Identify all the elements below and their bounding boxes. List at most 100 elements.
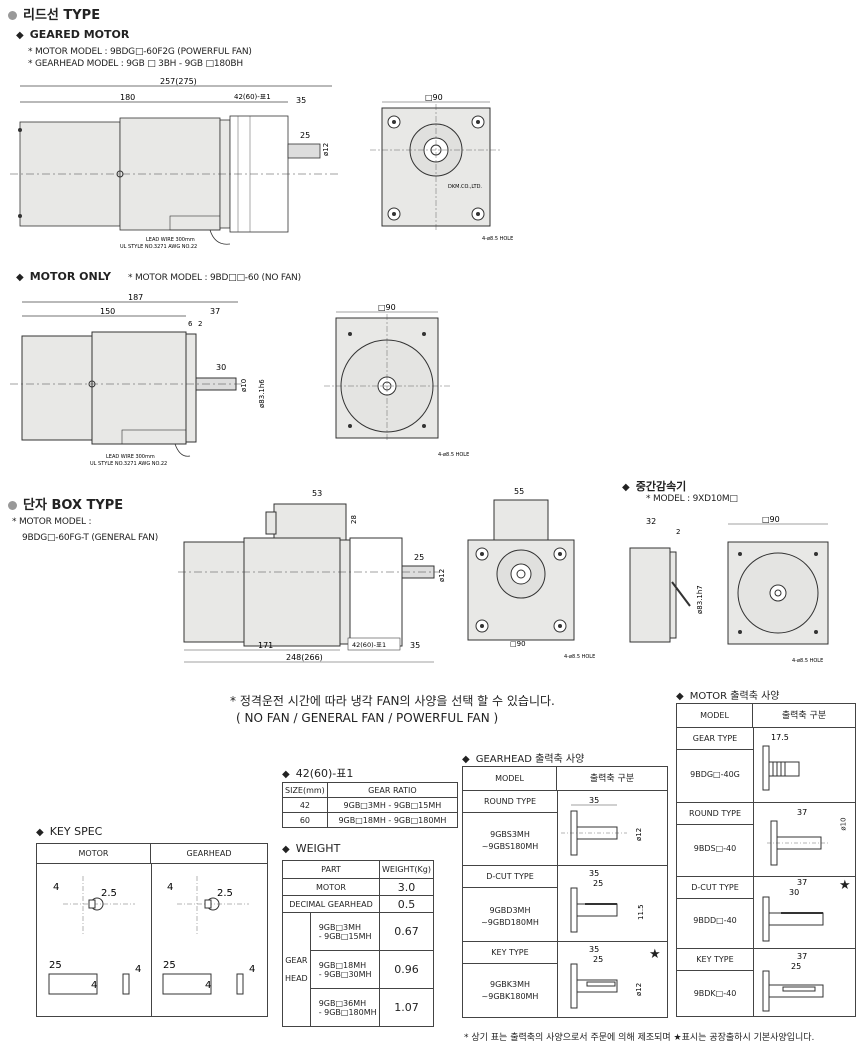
gh-header-shaft: 출력축 구분 xyxy=(557,767,667,791)
table-row: DECIMAL GEARHEAD 0.5 xyxy=(282,895,434,913)
ms-dcut-shaft-drawing: 37 30 xyxy=(762,879,824,942)
motor-only-title: ◆MOTOR ONLY xyxy=(16,270,111,283)
gh-row-dcut-models: 9GBD3MH~9GBD180MH xyxy=(481,906,539,927)
dim-box-shaft: 25 xyxy=(414,553,424,562)
gh-key-shaft-drawing: 35 25 ø12 xyxy=(570,945,643,1009)
svg-text:37: 37 xyxy=(797,879,807,887)
diamond-icon: ◆ xyxy=(36,827,44,838)
svg-text:35: 35 xyxy=(589,945,599,954)
dim-box-c: 35 xyxy=(410,641,420,650)
dim-motor-shaft-dia: ø10 xyxy=(240,379,248,392)
diamond-icon: ◆ xyxy=(16,30,24,41)
dim-motor-shaft: 30 xyxy=(216,363,226,372)
svg-text:11.5: 11.5 xyxy=(637,904,645,920)
svg-text:2.5: 2.5 xyxy=(101,888,117,899)
gh-header-model: MODEL xyxy=(463,767,557,791)
diamond-icon: ◆ xyxy=(676,691,684,702)
dim-mid-sq: □90 xyxy=(762,515,780,524)
dim-box-w: 53 xyxy=(312,489,322,498)
svg-text:30: 30 xyxy=(789,888,799,897)
ratio-header-ratio: GEAR RATIO xyxy=(326,782,459,798)
geared-note-2: * GEARHEAD MODEL : 9GB □ 3BH - 9GB □180B… xyxy=(28,59,243,69)
motor-only-side-drawing: 187 150 37 6 2 30 ø10 ø83.1h6 LEAD WIRE … xyxy=(10,293,266,467)
ms-key-shaft-drawing: 37 25 xyxy=(762,952,824,1012)
section-leaded-heading: 리드선 TYPE xyxy=(8,4,100,23)
gh-key-star-icon: ★ xyxy=(649,947,661,962)
motor-hole-label: 4-ø8.5 HOLE xyxy=(438,452,469,458)
ms-round-dia-label: ø10 xyxy=(839,817,848,831)
ratio-table-title: ◆42(60)-표1 xyxy=(282,767,354,780)
dim-motor-pilot: ø83.1h6 xyxy=(258,379,266,408)
bullet-icon xyxy=(8,11,17,20)
svg-text:4: 4 xyxy=(91,980,97,991)
svg-text:37: 37 xyxy=(797,952,807,961)
mid-reducer-title: ◆중간감속기 xyxy=(622,480,687,493)
svg-text:25: 25 xyxy=(163,960,176,971)
diamond-icon: ◆ xyxy=(16,272,24,283)
dim-c: 35 xyxy=(296,96,306,105)
dim-box-sq: □90 xyxy=(510,640,526,648)
fan-note-line-2: ( NO FAN / GENERAL FAN / POWERFUL FAN ) xyxy=(236,711,499,725)
dim-box-h: 28 xyxy=(350,515,358,524)
diamond-icon: ◆ xyxy=(282,844,290,855)
bullet-icon xyxy=(8,501,17,510)
dim-b: 42(60)-표1 xyxy=(234,93,271,101)
motor-only-note: * MOTOR MODEL : 9BD□□-60 (NO FAN) xyxy=(128,273,301,283)
dim-shaft-dia: ø12 xyxy=(322,143,330,156)
dim-sq: □90 xyxy=(425,93,443,102)
box-note-1: * MOTOR MODEL : xyxy=(12,517,92,527)
table-row: 60 9GB□18MH - 9GB□180MH xyxy=(282,812,459,828)
table-row: 9GB□36MH- 9GB□180MH 1.07 xyxy=(283,988,434,1027)
motor-shaft-title: ◆MOTOR 출력축 사양 xyxy=(676,691,780,702)
gh-row-key-type: KEY TYPE xyxy=(463,942,557,964)
diamond-icon: ◆ xyxy=(462,754,470,765)
dim-mid-pilot: ø83.1h7 xyxy=(696,585,704,614)
hole-label: 4-ø8.5 HOLE xyxy=(482,236,513,242)
lead-wire-label: LEAD WIRE 300mm xyxy=(146,237,195,243)
dim-total: 257(275) xyxy=(160,77,197,86)
ms-dcut-star-icon: ★ xyxy=(839,878,851,893)
box-hole-label: 4-ø8.5 HOLE xyxy=(564,654,595,660)
svg-text:4: 4 xyxy=(135,964,141,975)
gh-row-round-type: ROUND TYPE xyxy=(463,791,557,813)
mid-side-drawing: 32 2 ø83.1h7 xyxy=(629,517,704,643)
svg-text:ø12: ø12 xyxy=(635,828,643,841)
gh-round-shaft-drawing: 35 ø12 xyxy=(561,796,643,856)
dim-a: 180 xyxy=(120,93,135,102)
geared-motor-front-drawing: □90 DKM.CO.,LTD. 4-ø8.5 HOLE xyxy=(370,93,513,242)
table-row: 42 9GB□3MH - 9GB□15MH xyxy=(282,797,459,813)
svg-text:37: 37 xyxy=(797,808,807,817)
svg-text:4: 4 xyxy=(205,980,211,991)
svg-text:25: 25 xyxy=(593,955,603,964)
geared-note-1: * MOTOR MODEL : 9BDG□-60F2G (POWERFUL FA… xyxy=(28,47,252,57)
gh-row-key-models: 9GBK3MH~9GBK180MH xyxy=(481,980,539,1001)
svg-text:35: 35 xyxy=(589,796,599,805)
ms-row-round-type: ROUND TYPE xyxy=(677,803,753,825)
gh-row-round-models: 9GBS3MH~9GBS180MH xyxy=(481,830,539,851)
dim-box-a: 171 xyxy=(258,641,273,650)
brand-label: DKM.CO.,LTD. xyxy=(448,184,482,190)
mid-hole-label: 4-ø8.5 HOLE xyxy=(792,658,823,664)
box-note-2: 9BDG□-60FG-T (GENERAL FAN) xyxy=(22,533,159,543)
footer-note: * 상기 표는 출력축의 사양으로서 주문에 의해 제조되며 ★표시는 공장출하… xyxy=(464,1033,815,1043)
ul-style-label: UL STYLE NO.3271 AWG NO.22 xyxy=(120,244,197,250)
fan-note-line-1: * 정격운전 시간에 따라 냉각 FAN의 사양을 선택 할 수 있습니다. xyxy=(230,694,555,708)
dim-box-b: 42(60)-표1 xyxy=(352,641,386,649)
ms-row-gear-type: GEAR TYPE xyxy=(677,728,753,750)
ratio-header-size: SIZE(mm) xyxy=(282,782,328,798)
dim-motor-c: 6 xyxy=(188,320,193,328)
dim-box-total: 248(266) xyxy=(286,653,323,662)
key-spec-table: MOTOR GEARHEAD 4 2.5 25 4 4 4 2.5 25 4 4 xyxy=(36,843,268,1017)
svg-text:4: 4 xyxy=(53,882,59,893)
geared-motor-title: ◆GEARED MOTOR xyxy=(16,28,130,41)
svg-text:4: 4 xyxy=(249,964,255,975)
motor-shaft-table: MODEL 출력축 구분 GEAR TYPE 9BDG□-40G 17.5 RO… xyxy=(676,703,856,1017)
motor-lead-label: LEAD WIRE 300mm xyxy=(106,454,155,460)
svg-text:17.5: 17.5 xyxy=(771,733,789,742)
dim-mid-b: 2 xyxy=(676,528,680,536)
ms-row-gear-model: 9BDG□-40G xyxy=(690,770,740,779)
gh-dcut-shaft-drawing: 35 25 11.5 xyxy=(570,869,645,933)
ms-row-key-type: KEY TYPE xyxy=(677,949,753,971)
weight-header-weight: WEIGHT(Kg) xyxy=(379,860,434,879)
